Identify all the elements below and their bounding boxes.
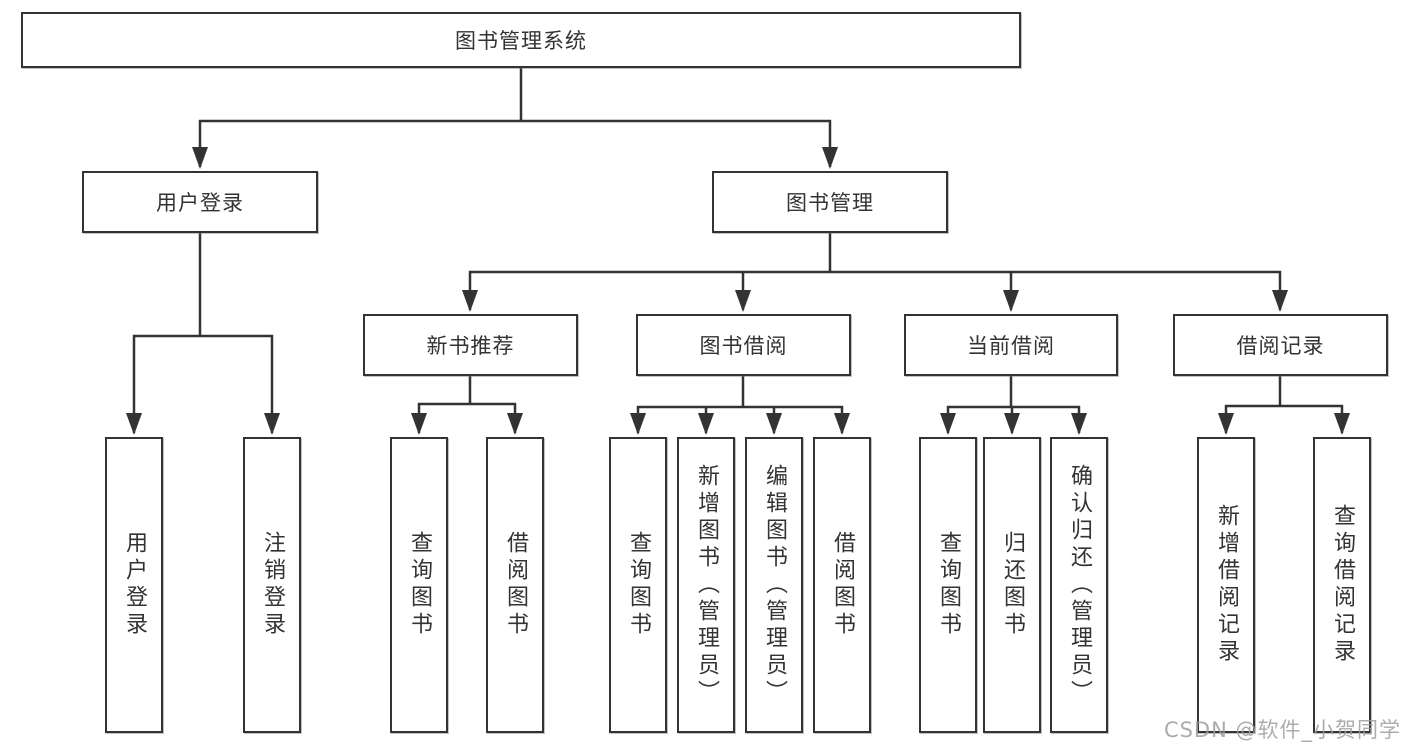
leaf-query-borrow-record: 查询借阅记录 xyxy=(1313,437,1371,733)
leaf-confirm-return-admin: 确认归还（管理员） xyxy=(1050,437,1108,733)
node-library-system: 图书管理系统 xyxy=(21,12,1021,68)
leaf-logout: 注销登录 xyxy=(243,437,301,733)
node-book-borrow: 图书借阅 xyxy=(636,314,851,376)
node-user-login: 用户登录 xyxy=(82,171,318,233)
leaf-user-login: 用户登录 xyxy=(105,437,163,733)
leaf-query-book-3: 查询图书 xyxy=(919,437,977,733)
node-borrow-record: 借阅记录 xyxy=(1173,314,1388,376)
leaf-query-book-1: 查询图书 xyxy=(390,437,448,733)
node-current-borrow: 当前借阅 xyxy=(904,314,1118,376)
csdn-watermark: CSDN @软件_小贺同学 xyxy=(1163,718,1401,742)
leaf-add-book-admin: 新增图书（管理员） xyxy=(677,437,735,733)
leaf-borrow-book-1: 借阅图书 xyxy=(486,437,544,733)
node-book-management: 图书管理 xyxy=(712,171,948,233)
leaf-return-book: 归还图书 xyxy=(983,437,1041,733)
leaf-add-borrow-record: 新增借阅记录 xyxy=(1197,437,1255,733)
leaf-query-book-2: 查询图书 xyxy=(609,437,667,733)
leaf-edit-book-admin: 编辑图书（管理员） xyxy=(745,437,803,733)
node-new-book-recommend: 新书推荐 xyxy=(363,314,578,376)
leaf-borrow-book-2: 借阅图书 xyxy=(813,437,871,733)
